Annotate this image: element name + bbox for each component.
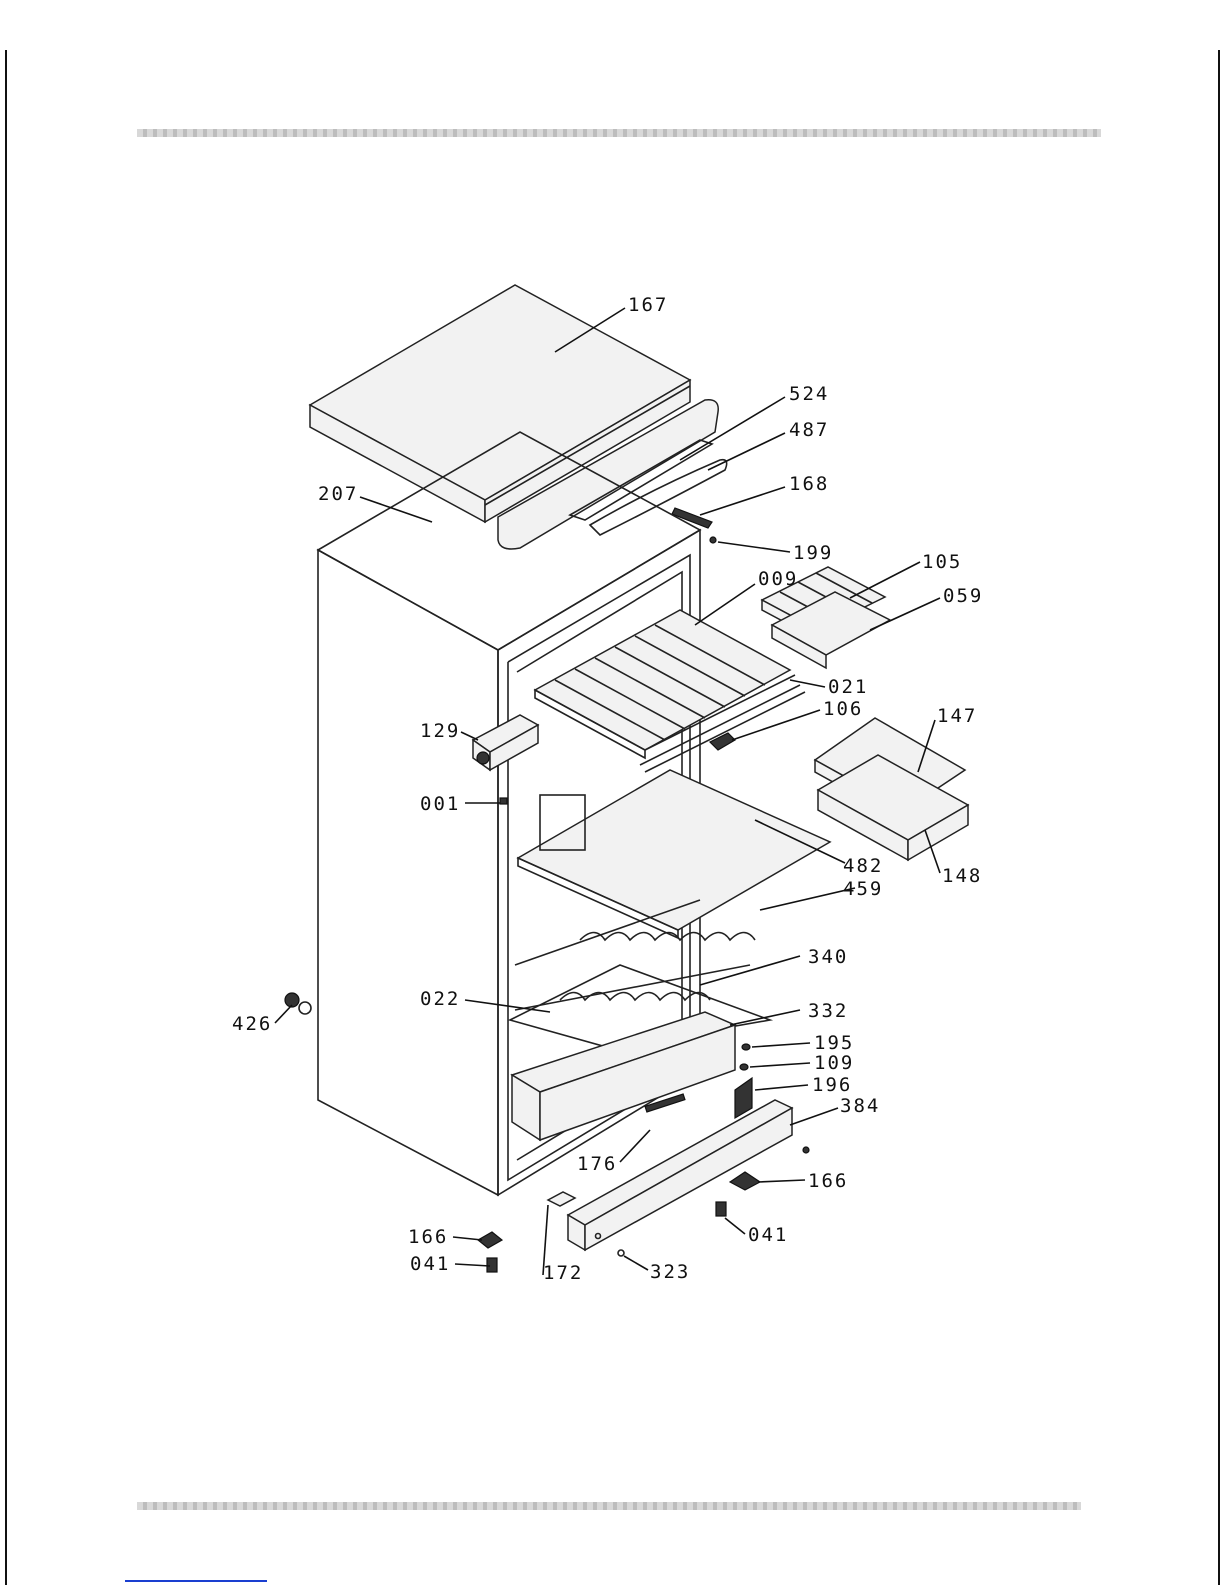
label-001: 001 — [420, 793, 460, 815]
label-059: 059 — [943, 585, 983, 607]
label-207: 207 — [318, 483, 358, 505]
label-176: 176 — [577, 1153, 617, 1175]
label-167: 167 — [628, 294, 668, 316]
top-cover-part — [310, 285, 690, 522]
label-105: 105 — [922, 551, 962, 573]
label-332: 332 — [808, 1000, 848, 1022]
hinge-166-right — [730, 1172, 760, 1190]
label-106: 106 — [823, 698, 863, 720]
foot-041-left — [487, 1258, 497, 1272]
label-384: 384 — [840, 1095, 880, 1117]
label-459: 459 — [843, 878, 883, 900]
label-166-right: 166 — [808, 1170, 848, 1192]
label-041-left: 041 — [410, 1253, 450, 1275]
freezer-shelf-009 — [535, 610, 795, 758]
bracket-001 — [500, 798, 507, 804]
glass-shelf-482 — [518, 770, 830, 938]
label-022: 022 — [420, 988, 460, 1010]
label-009: 009 — [758, 568, 798, 590]
label-487: 487 — [789, 419, 829, 441]
foot-041-right — [716, 1202, 726, 1216]
label-109: 109 — [814, 1052, 854, 1074]
label-172: 172 — [543, 1262, 583, 1284]
knob-426 — [285, 993, 311, 1014]
screw-323 — [618, 1250, 624, 1256]
label-021: 021 — [828, 676, 868, 698]
label-041-right: 041 — [748, 1224, 788, 1246]
label-482: 482 — [843, 855, 883, 877]
label-195: 195 — [814, 1032, 854, 1054]
washer-109 — [740, 1064, 748, 1070]
screw-199 — [710, 537, 716, 543]
label-168: 168 — [789, 473, 829, 495]
pin-384 — [803, 1147, 809, 1153]
crisper-drawer-332 — [512, 1012, 735, 1140]
washer-195 — [742, 1044, 750, 1050]
label-147: 147 — [937, 705, 977, 727]
label-196: 196 — [812, 1074, 852, 1096]
label-148: 148 — [942, 865, 982, 887]
label-199: 199 — [793, 542, 833, 564]
hinge-196 — [735, 1078, 752, 1118]
cap-172 — [548, 1192, 575, 1206]
wine-rack-340 — [515, 900, 755, 1010]
lamp-106 — [710, 733, 735, 750]
label-323: 323 — [650, 1261, 690, 1283]
label-524: 524 — [789, 383, 829, 405]
label-340: 340 — [808, 946, 848, 968]
label-426: 426 — [232, 1013, 272, 1035]
label-129: 129 — [420, 720, 460, 742]
control-box-129 — [473, 715, 538, 770]
label-166-left: 166 — [408, 1226, 448, 1248]
